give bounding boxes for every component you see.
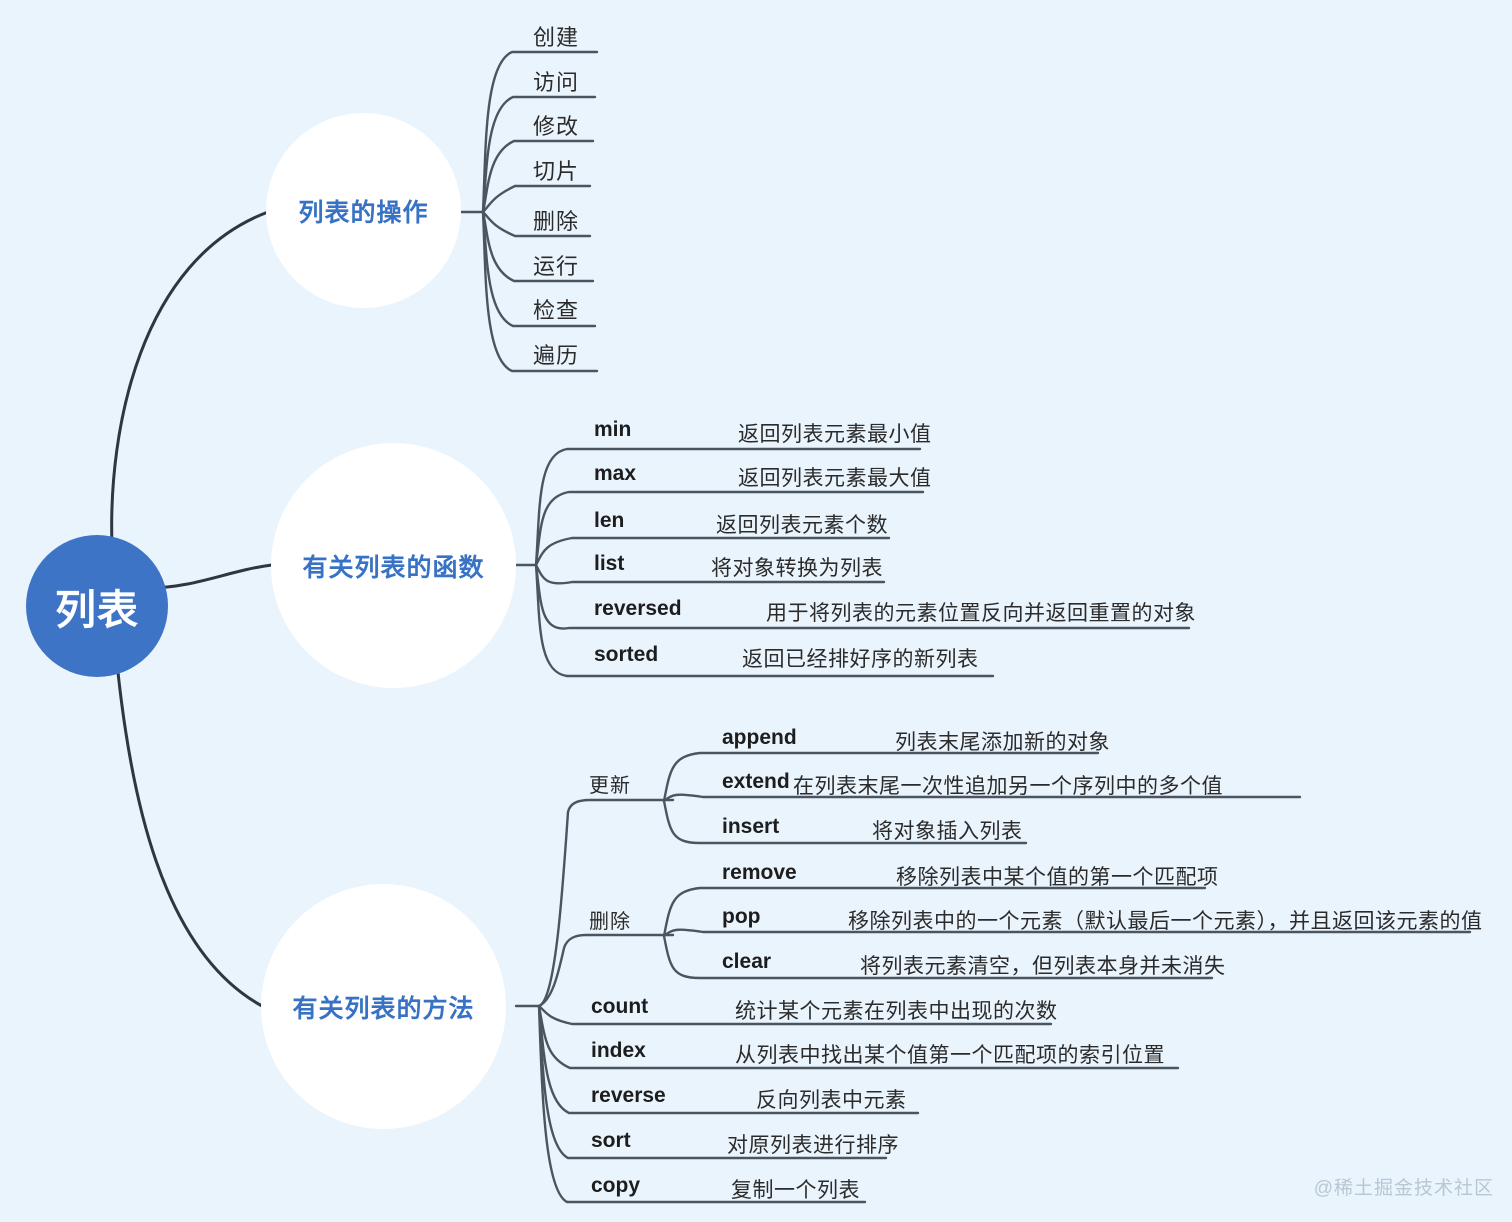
branch-node-methods-label: 有关列表的方法 [292, 994, 475, 1023]
leaf-term[interactable]: remove [722, 861, 797, 884]
leaf-term[interactable]: insert [722, 815, 780, 838]
leaf-term[interactable]: copy [591, 1174, 641, 1197]
wire-del-2 [662, 934, 1214, 980]
leaf-description: 返回已经排好序的新列表 [742, 648, 979, 671]
branch-node-operations-label: 列表的操作 [298, 198, 429, 227]
wire-fn-1 [534, 490, 925, 567]
leaf-description: 移除列表中的一个元素（默认最后一个元素），并且返回该元素的值 [848, 910, 1483, 933]
leaf-term[interactable]: len [594, 509, 625, 532]
leaf-description: 复制一个列表 [731, 1179, 860, 1202]
leaf-term[interactable]: 创建 [533, 25, 580, 50]
watermark: @稀土掘金技术社区 [1313, 1178, 1494, 1199]
leaf-term[interactable]: 修改 [533, 114, 580, 139]
wire-md-0 [537, 1004, 1053, 1026]
leaf-term[interactable]: count [591, 995, 649, 1018]
wire-group-delete [537, 933, 675, 1008]
leaf-term[interactable]: 检查 [533, 298, 580, 323]
leaf-term[interactable]: extend [722, 770, 790, 793]
wire-op-3 [481, 184, 592, 214]
leaf-description: 反向列表中元素 [756, 1089, 907, 1112]
leaf-term[interactable]: reversed [594, 597, 682, 620]
branch-node-operations[interactable]: 列表的操作 [266, 113, 461, 308]
branch-node-functions-label: 有关列表的函数 [302, 553, 485, 582]
trunk-to-methods [115, 661, 264, 1008]
wire-group-update [537, 798, 675, 1008]
root-node-label: 列表 [55, 587, 139, 633]
leaf-term[interactable]: list [594, 552, 625, 575]
leaf-description: 用于将列表的元素位置反向并返回重置的对象 [766, 602, 1196, 625]
leaf-description: 将列表元素清空，但列表本身并未消失 [860, 955, 1226, 978]
leaf-description: 从列表中找出某个值第一个匹配项的索引位置 [735, 1044, 1165, 1067]
leaf-description: 将对象转换为列表 [711, 557, 883, 580]
wire-up-1 [662, 793, 1302, 803]
leaf-term[interactable]: append [722, 726, 797, 749]
branch-node-methods[interactable]: 有关列表的方法 [261, 884, 506, 1129]
leaf-description: 移除列表中某个值的第一个匹配项 [896, 866, 1219, 889]
leaf-description: 对原列表进行排序 [727, 1134, 899, 1157]
leaf-term[interactable]: sort [591, 1129, 631, 1152]
leaf-term[interactable]: index [591, 1039, 646, 1062]
leaf-description: 返回列表元素最小值 [738, 423, 932, 446]
leaf-description: 在列表末尾一次性追加另一个序列中的多个值 [793, 775, 1223, 798]
wire-fn-3 [534, 563, 886, 585]
leaf-term[interactable]: reverse [591, 1084, 666, 1107]
root-node[interactable]: 列表 [26, 535, 168, 677]
group-label-update: 更新 [589, 775, 631, 797]
wire-md-4 [537, 1004, 867, 1204]
leaf-term[interactable]: pop [722, 905, 761, 928]
leaf-description: 列表末尾添加新的对象 [895, 731, 1110, 754]
leaf-description: 返回列表元素最大值 [738, 467, 932, 490]
trunk-to-operations [110, 210, 270, 547]
wire-fn-0 [534, 447, 922, 567]
group-label-delete: 删除 [589, 911, 631, 933]
leaf-description: 将对象插入列表 [872, 820, 1023, 843]
wire-op-7 [481, 210, 599, 373]
leaf-term[interactable]: 删除 [533, 209, 580, 234]
branch-node-functions[interactable]: 有关列表的函数 [271, 443, 516, 688]
wire-op-4 [481, 210, 592, 238]
wire-fn-2 [534, 536, 891, 567]
leaf-term[interactable]: 切片 [533, 159, 580, 184]
leaf-term[interactable]: clear [722, 950, 772, 973]
wire-op-2 [481, 139, 595, 214]
leaf-description: 统计某个元素在列表中出现的次数 [735, 1000, 1058, 1023]
leaf-description: 返回列表元素个数 [716, 514, 888, 537]
leaf-term[interactable]: 访问 [533, 70, 580, 95]
wire-op-1 [481, 95, 597, 214]
leaf-term[interactable]: sorted [594, 643, 659, 666]
wire-del-1 [662, 928, 1472, 938]
wire-del-0 [662, 886, 1207, 938]
wire-fn-5 [534, 563, 995, 678]
leaf-term[interactable]: max [594, 462, 637, 485]
leaf-term[interactable]: 遍历 [533, 343, 580, 368]
wire-up-0 [662, 751, 1100, 803]
leaf-term[interactable]: min [594, 418, 632, 441]
trunk-to-functions [146, 563, 274, 590]
leaf-term[interactable]: 运行 [533, 254, 580, 279]
wire-up-2 [662, 799, 1028, 845]
